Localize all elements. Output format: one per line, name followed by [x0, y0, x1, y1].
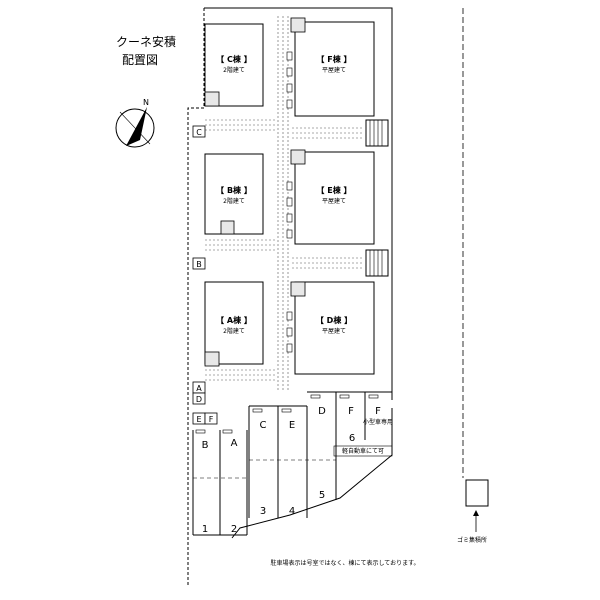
stair-lower [365, 249, 389, 277]
building-e-name: 【 E棟 】 [316, 185, 351, 195]
svg-text:D: D [196, 395, 202, 404]
svg-text:C: C [260, 420, 267, 431]
parking-space-4: E 4 [289, 420, 295, 517]
svg-text:F: F [209, 415, 214, 424]
building-f-floors: 平屋建て [322, 66, 346, 74]
building-a-floors: 2階建て [223, 327, 245, 335]
title-line1: クーネ安積 [116, 34, 176, 49]
garbage-station: ゴミ集積所 [457, 479, 489, 544]
garbage-label: ゴミ集積所 [457, 536, 487, 544]
svg-text:A: A [231, 438, 238, 449]
parking-space-6: F 6 軽自動車にて可 [342, 406, 384, 455]
building-e-floors: 平屋建て [322, 197, 346, 205]
building-a: 【 A棟 】 2階建て [204, 281, 264, 367]
gate-tag-ef: E F [192, 412, 218, 425]
parking-space-3: C 3 [260, 420, 267, 517]
svg-text:F: F [348, 406, 354, 417]
building-f-name: 【 F棟 】 [316, 54, 351, 64]
building-b-name: 【 B棟 】 [216, 185, 252, 195]
parking-space-5: D 5 [318, 406, 326, 501]
svg-text:B: B [202, 440, 209, 451]
svg-text:E: E [289, 420, 295, 431]
building-d-floors: 平屋建て [322, 327, 346, 335]
gate-tag-b: B [192, 257, 206, 270]
svg-text:C: C [196, 128, 202, 137]
building-a-name: 【 A棟 】 [216, 315, 252, 325]
building-e: 【 E棟 】 平屋建て [286, 149, 375, 245]
arrow-up-icon [473, 510, 479, 516]
building-c-floors: 2階建て [223, 66, 245, 74]
parking-space-2: A 2 [231, 438, 238, 535]
svg-text:D: D [318, 406, 326, 417]
building-b: 【 B棟 】 2階建て [204, 153, 264, 235]
svg-text:F: F [375, 406, 381, 417]
building-b-floors: 2階建て [223, 197, 245, 205]
svg-text:6: 6 [349, 433, 355, 444]
building-f: 【 F棟 】 平屋建て [286, 17, 375, 117]
space6-note: 軽自動車にて可 [342, 447, 384, 455]
svg-text:2: 2 [231, 524, 237, 535]
compass-icon: N [115, 98, 155, 148]
parking-space-small-car: F 小型車専用 [363, 406, 393, 426]
svg-text:1: 1 [202, 524, 208, 535]
stair-upper [365, 119, 389, 147]
svg-text:E: E [196, 415, 201, 424]
building-c: 【 C棟 】 2階建て [204, 23, 264, 107]
north-label: N [143, 98, 149, 107]
title-line2: 配置図 [122, 53, 158, 67]
footer-note: 駐車場表示は号室ではなく、棟にて表示しております。 [270, 559, 419, 567]
svg-text:5: 5 [319, 490, 325, 501]
svg-text:A: A [196, 384, 202, 393]
building-d-name: 【 D棟 】 [316, 315, 352, 325]
building-c-name: 【 C棟 】 [216, 54, 251, 64]
svg-text:B: B [196, 260, 202, 269]
small-car-note: 小型車専用 [363, 418, 393, 426]
svg-text:4: 4 [289, 506, 295, 517]
gate-tag-ad: A D [192, 381, 206, 405]
svg-text:3: 3 [260, 506, 266, 517]
gate-tag-c: C [192, 125, 206, 138]
parking-space-1: B 1 [202, 440, 209, 535]
parking-area [192, 391, 393, 536]
building-d: 【 D棟 】 平屋建て [286, 281, 375, 375]
